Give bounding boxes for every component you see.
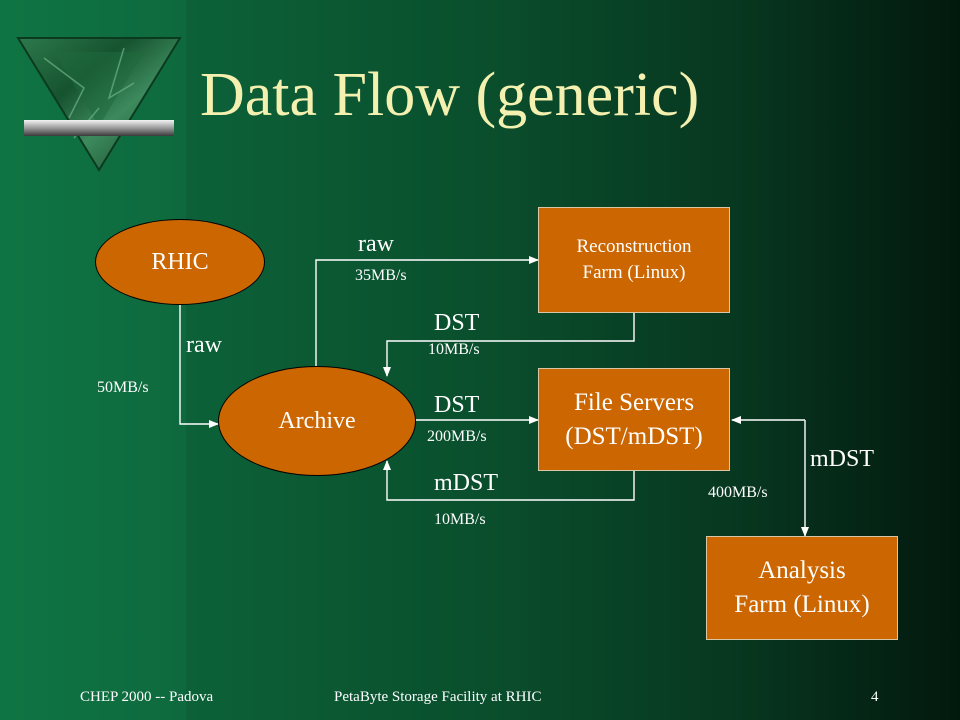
flow-label-file-servers-archive-type: mDST <box>434 470 499 496</box>
flow-label-file-servers-archive-rate: 10MB/s <box>434 511 486 528</box>
reconstruction-farm-node: Reconstruction Farm (Linux) <box>538 207 730 313</box>
slide-title: Data Flow (generic) <box>200 61 700 129</box>
page-number: 4 <box>871 689 879 705</box>
flow-label-file-servers-analysis-rate: 400MB/s <box>708 484 768 501</box>
flow-label-archive-reconstruction-type: raw <box>358 231 394 257</box>
arrow-rhic-to-archive <box>179 302 219 428</box>
green-marble-triangle-logo-icon <box>16 37 182 172</box>
flow-label-rhic-archive-type: raw <box>186 332 222 358</box>
flow-label-archive-reconstruction-rate: 35MB/s <box>355 267 407 284</box>
rhic-node: RHIC <box>95 219 265 305</box>
file-servers-node: File Servers (DST/mDST) <box>538 368 730 471</box>
flow-label-reconstruction-archive-type: DST <box>434 310 480 336</box>
analysis-farm-node: Analysis Farm (Linux) <box>706 536 898 640</box>
flow-label-file-servers-analysis-type: mDST <box>810 446 875 472</box>
arrow-reconstruction-to-archive <box>383 313 635 377</box>
archive-node: Archive <box>218 366 416 476</box>
footer-left: CHEP 2000 -- Padova <box>80 689 214 705</box>
flow-label-reconstruction-archive-rate: 10MB/s <box>428 341 480 358</box>
footer-center: PetaByte Storage Facility at RHIC <box>334 689 542 705</box>
arrow-archive-to-reconstruction <box>315 256 539 368</box>
flow-label-archive-file-servers-type: DST <box>434 392 480 418</box>
flow-label-rhic-archive-rate: 50MB/s <box>97 379 149 396</box>
flow-label-archive-file-servers-rate: 200MB/s <box>427 428 487 445</box>
arrow-file-servers-to-archive <box>383 460 635 501</box>
